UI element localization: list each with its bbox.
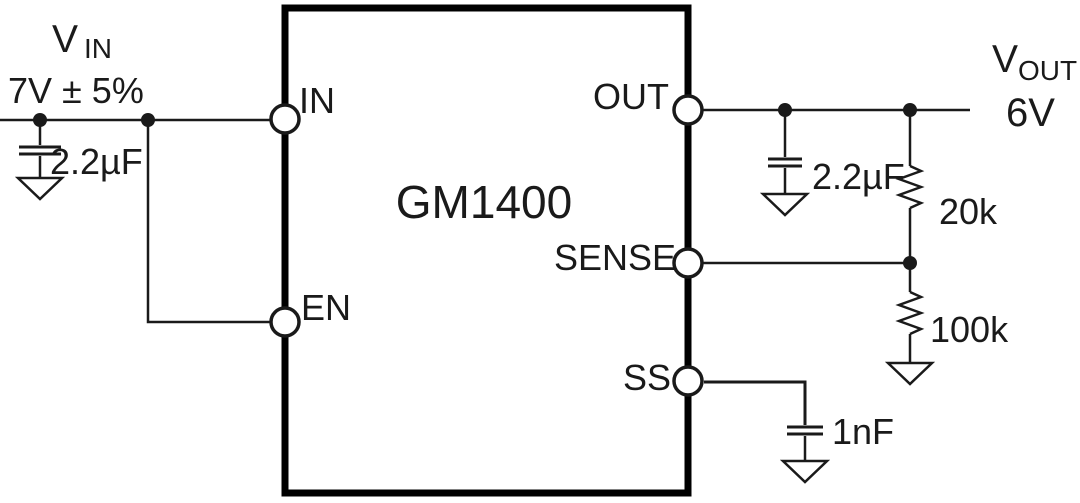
pin-label-en: EN xyxy=(301,287,351,328)
ic-name: GM1400 xyxy=(396,176,572,228)
junction-dot-sense xyxy=(903,256,917,270)
resistor-100k xyxy=(895,290,925,336)
vin-value: 7V ± 5% xyxy=(8,70,144,111)
r-top-value: 20k xyxy=(939,191,998,232)
vout-label: V xyxy=(992,38,1018,81)
pin-label-ss: SS xyxy=(623,357,671,398)
vin-label: V xyxy=(52,18,78,61)
junction-dot-input-cap xyxy=(33,113,47,127)
pin-circle-in xyxy=(269,103,301,135)
ground-symbol-soft-start xyxy=(779,459,831,484)
pin-circle-sense xyxy=(672,247,704,279)
junction-dot-divider-top xyxy=(903,103,917,117)
wire-soft-start xyxy=(704,380,807,425)
pin-label-in: IN xyxy=(299,80,335,121)
ground-symbol-input xyxy=(14,176,66,201)
ss-cap-value: 1nF xyxy=(832,411,894,452)
junction-dot-en-branch xyxy=(141,113,155,127)
ground-symbol-divider xyxy=(884,361,936,386)
pin-label-sense: SENSE xyxy=(554,237,676,278)
pin-label-out: OUT xyxy=(593,76,669,117)
junction-dot-output-cap xyxy=(778,103,792,117)
resistor-20k xyxy=(895,164,925,210)
vin-subscript: IN xyxy=(84,33,112,64)
input-cap-value: 2.2µF xyxy=(50,141,143,182)
pin-circle-en xyxy=(269,306,301,338)
pin-circle-ss xyxy=(672,365,704,397)
vout-subscript: OUT xyxy=(1018,55,1077,86)
wire-en-link xyxy=(146,120,271,324)
output-cap-value: 2.2µF xyxy=(812,156,905,197)
vout-value: 6V xyxy=(1006,91,1055,135)
r-bottom-value: 100k xyxy=(930,309,1009,350)
ground-symbol-output xyxy=(759,192,811,217)
pin-circle-out xyxy=(672,94,704,126)
